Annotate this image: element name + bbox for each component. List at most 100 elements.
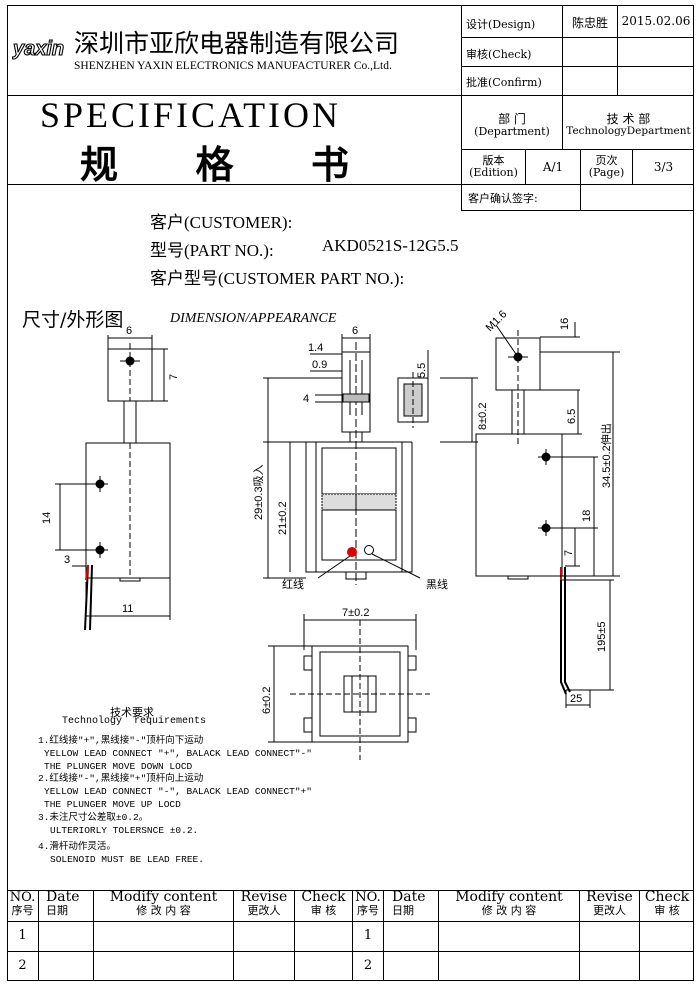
dim-5-5: 5.5	[416, 363, 428, 378]
spec-title-cn: 规 格 书	[80, 145, 384, 187]
top-view	[268, 614, 430, 760]
dim-3: 3	[64, 554, 70, 566]
rev-header-check-en-r: Check	[644, 889, 690, 905]
page-label-cn: 页次	[595, 154, 618, 167]
dim-29: 29±0.3吸入	[253, 464, 265, 520]
design-date: 2015.02.06	[621, 14, 691, 28]
dim-8: 8±0.2	[477, 403, 489, 430]
part-no-value: AKD0521S-12G5.5	[322, 236, 459, 255]
rev-header-no-cn: 序号	[11, 904, 34, 917]
rev-header-no-en: NO.	[9, 890, 36, 905]
department-label-en: (Department)	[474, 125, 550, 138]
dim-14: 14	[41, 512, 53, 524]
dim-1-4: 1.4	[308, 342, 323, 354]
dim-34-5: 34.5±0.2伸出	[599, 423, 613, 488]
tech-line-9: 4.滑杆动作灵活。	[38, 841, 116, 853]
front-view	[263, 334, 478, 585]
tech-requirements: 1.红线接"+",黑线接"-"顶杆向下运动 YELLOW LEAD CONNEC…	[38, 735, 312, 867]
customer-part-no-label: 客户型号(CUSTOMER PART NO.):	[150, 269, 405, 288]
rev-header-modify-en: Modify content	[109, 889, 218, 905]
logo-graphic: yaxin	[11, 37, 64, 60]
rev-header-date-en-r: Date	[392, 889, 426, 905]
rev-header-date-cn-r: 日期	[392, 904, 414, 917]
tech-line-8: ULTERIORLY TOLERSNCE ±0.2.	[50, 824, 199, 836]
company-name-en: SHENZHEN YAXIN ELECTRONICS MANUFACTURER …	[74, 60, 392, 72]
yaxin-logo: yaxin	[11, 36, 74, 60]
rev-header-modify-en-r: Modify content	[455, 889, 563, 905]
edition-label-en: (Edition)	[469, 166, 518, 179]
department-value-cn: 技 术 部	[606, 112, 651, 126]
dim-6-5: 6.5	[566, 409, 578, 424]
red-wire-label: 红线	[282, 577, 304, 591]
page-label-en: (Page)	[588, 166, 625, 179]
rev-header-no-right: NO. 序号	[353, 891, 383, 917]
rev-header-modify-right: Modify content 修 改 内 容	[439, 889, 579, 917]
dim-7w: 7±0.2	[342, 607, 369, 619]
side-view-left	[55, 335, 171, 631]
rev-row-right-2: 2	[363, 958, 373, 973]
dim-16: 16	[559, 318, 571, 330]
rev-header-no-cn-r: 序号	[357, 904, 379, 917]
tech-line-2: YELLOW LEAD CONNECT "+", BALACK LEAD CON…	[44, 747, 312, 759]
rev-header-revise-left: Revise 更改人	[234, 889, 294, 917]
tech-title-cn: 技术要求	[110, 707, 154, 719]
edition-value: A/1	[542, 160, 564, 174]
dim-0-9: 0.9	[312, 359, 327, 371]
side-view-right	[475, 322, 620, 708]
tech-line-1: 1.红线接"+",黑线接"-"顶杆向下运动	[38, 735, 204, 746]
design-label: 设计(Design)	[466, 18, 536, 31]
dim-21: 21±0.2	[277, 501, 289, 535]
tech-line-7: 3.未注尺寸公差取±0.2。	[38, 811, 149, 823]
rev-header-revise-cn: 更改人	[247, 904, 281, 917]
designer-name: 陈忠胜	[571, 16, 608, 30]
department-value-en: TechnologyDepartment	[566, 125, 691, 137]
logo-text: yaxin	[12, 38, 64, 60]
section-title-cn: 尺寸/外形图	[22, 309, 124, 331]
rev-header-no-en-r: NO.	[355, 890, 381, 905]
tech-line-3: THE PLUNGER MOVE DOWN LOCD	[44, 760, 193, 772]
rev-row-left-2: 2	[18, 958, 27, 973]
rev-header-revise-en: Revise	[240, 889, 288, 905]
dim-25: 25	[570, 693, 582, 705]
customer-label: 客户(CUSTOMER):	[150, 213, 293, 232]
dim-6b: 6	[352, 325, 358, 337]
company-name-cn: 深圳市亚欣电器制造有限公司	[74, 31, 400, 58]
rev-header-no-left: NO. 序号	[7, 891, 38, 917]
rev-header-check-right: Check 审 核	[640, 889, 694, 917]
rev-header-date-right: Date 日期	[392, 889, 426, 917]
rev-row-left-1: 1	[18, 928, 27, 943]
confirm-label: 批准(Confirm)	[466, 76, 542, 89]
rev-header-check-cn-r: 审 核	[654, 904, 680, 917]
dim-6h: 6±0.2	[261, 687, 273, 714]
dim-7b: 7	[563, 550, 575, 556]
rev-header-revise-cn-r: 更改人	[593, 904, 626, 917]
rev-row-right-1: 1	[363, 928, 373, 943]
tech-line-6: THE PLUNGER MOVE UP LOCD	[44, 798, 181, 810]
edition-label-cn: 版本	[482, 154, 505, 167]
part-no-label: 型号(PART NO.):	[150, 241, 274, 260]
dim-11: 11	[122, 603, 133, 615]
dim-195: 195±5	[596, 621, 608, 652]
customer-sign-label: 客户确认签字:	[468, 192, 538, 205]
page-value: 3/3	[653, 160, 674, 174]
dim-m1-6: M1.6	[484, 308, 510, 334]
check-label: 审核(Check)	[466, 48, 532, 61]
dim-6a: 6	[126, 325, 132, 337]
rev-header-date-cn: 日期	[46, 904, 68, 917]
rev-header-check-cn: 审 核	[310, 904, 337, 917]
tech-title-en: Technology requirements	[62, 716, 207, 727]
rev-header-revise-en-r: Revise	[586, 889, 633, 905]
rev-header-check-left: Check 审 核	[295, 889, 352, 917]
dim-4: 4	[303, 393, 309, 405]
rev-header-modify-left: Modify content 修 改 内 容	[94, 889, 233, 917]
dim-7: 7	[168, 374, 180, 380]
rev-header-modify-cn-r: 修 改 内 容	[481, 904, 537, 917]
rev-header-date-en: Date	[46, 889, 80, 905]
rev-header-modify-cn: 修 改 内 容	[136, 904, 191, 917]
rev-header-date-left: Date 日期	[46, 889, 80, 917]
tech-line-10: SOLENOID MUST BE LEAD FREE.	[50, 854, 204, 866]
rev-header-check-en: Check	[301, 889, 346, 905]
dim-18: 18	[581, 510, 593, 522]
